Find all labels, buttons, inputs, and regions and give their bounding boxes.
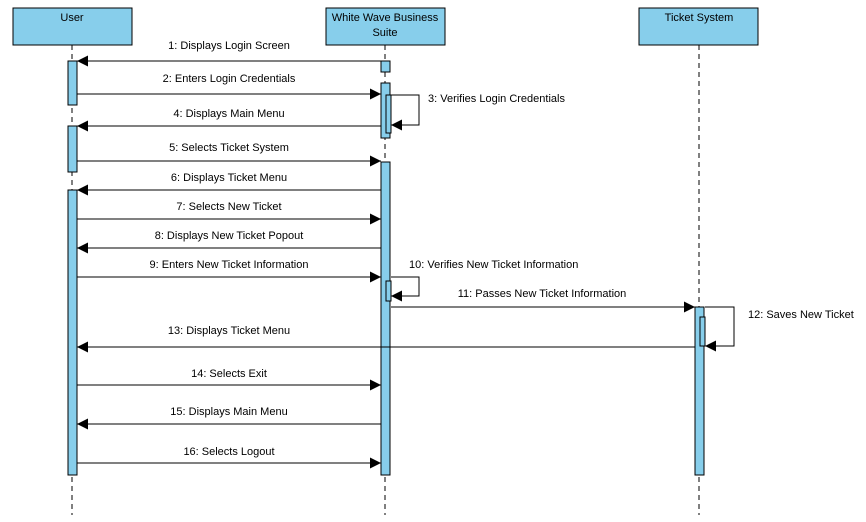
lifeline-title-wwbs-line1: White Wave Business: [332, 12, 439, 24]
message-2[interactable]: 2: Enters Login Credentials: [77, 73, 381, 100]
message-8[interactable]: 8: Displays New Ticket Popout: [77, 230, 381, 254]
message-label: 13: Displays Ticket Menu: [168, 325, 290, 337]
lifeline-title-ticket-system: Ticket System: [665, 12, 734, 24]
message-label: 7: Selects New Ticket: [176, 201, 281, 213]
message-label: 9: Enters New Ticket Information: [150, 259, 309, 271]
message-16[interactable]: 16: Selects Logout: [77, 446, 381, 469]
message-10-self[interactable]: 10: Verifies New Ticket Information: [391, 259, 578, 302]
message-15[interactable]: 15: Displays Main Menu: [77, 406, 381, 430]
message-label: 16: Selects Logout: [183, 446, 274, 458]
activation-bar: [699, 316, 706, 347]
message-label: 2: Enters Login Credentials: [163, 73, 296, 85]
message-12-self[interactable]: 12: Saves New Ticket: [705, 306, 854, 352]
activation-bar: [385, 280, 392, 302]
lifeline-header-wwbs[interactable]: White Wave Business Suite: [325, 7, 446, 46]
activation-bar: [67, 125, 78, 173]
activation-bar: [380, 161, 391, 476]
message-3-self[interactable]: 3: Verifies Login Credentials: [391, 93, 565, 131]
message-label: 10: Verifies New Ticket Information: [409, 259, 578, 271]
message-5[interactable]: 5: Selects Ticket System: [77, 142, 381, 167]
activation-bar: [385, 94, 392, 134]
message-7[interactable]: 7: Selects New Ticket: [77, 201, 381, 225]
lifeline-title-user: User: [60, 12, 84, 24]
message-9[interactable]: 9: Enters New Ticket Information: [77, 259, 381, 283]
message-label: 3: Verifies Login Credentials: [428, 93, 565, 105]
message-4[interactable]: 4: Displays Main Menu: [77, 108, 381, 132]
activation-bar: [694, 306, 705, 476]
activation-bar: [67, 189, 78, 476]
message-label: 12: Saves New Ticket: [748, 309, 854, 321]
activation-bar: [380, 60, 391, 73]
message-label: 14: Selects Exit: [191, 368, 267, 380]
message-label: 8: Displays New Ticket Popout: [155, 230, 304, 242]
message-label: 6: Displays Ticket Menu: [171, 172, 287, 184]
lifeline-header-ticket-system[interactable]: Ticket System: [638, 7, 759, 46]
message-label: 5: Selects Ticket System: [169, 142, 289, 154]
message-13[interactable]: 13: Displays Ticket Menu: [77, 325, 695, 353]
message-14[interactable]: 14: Selects Exit: [77, 368, 381, 391]
message-label: 1: Displays Login Screen: [168, 40, 290, 52]
message-label: 15: Displays Main Menu: [170, 406, 287, 418]
message-label: 4: Displays Main Menu: [173, 108, 284, 120]
message-11[interactable]: 11: Passes New Ticket Information: [391, 288, 695, 313]
message-1[interactable]: 1: Displays Login Screen: [77, 40, 381, 67]
lifeline-title-wwbs-line2: Suite: [372, 27, 397, 39]
activation-bar: [67, 60, 78, 106]
message-label: 11: Passes New Ticket Information: [458, 288, 627, 300]
lifeline-header-user[interactable]: User: [12, 7, 133, 46]
message-6[interactable]: 6: Displays Ticket Menu: [77, 172, 381, 196]
